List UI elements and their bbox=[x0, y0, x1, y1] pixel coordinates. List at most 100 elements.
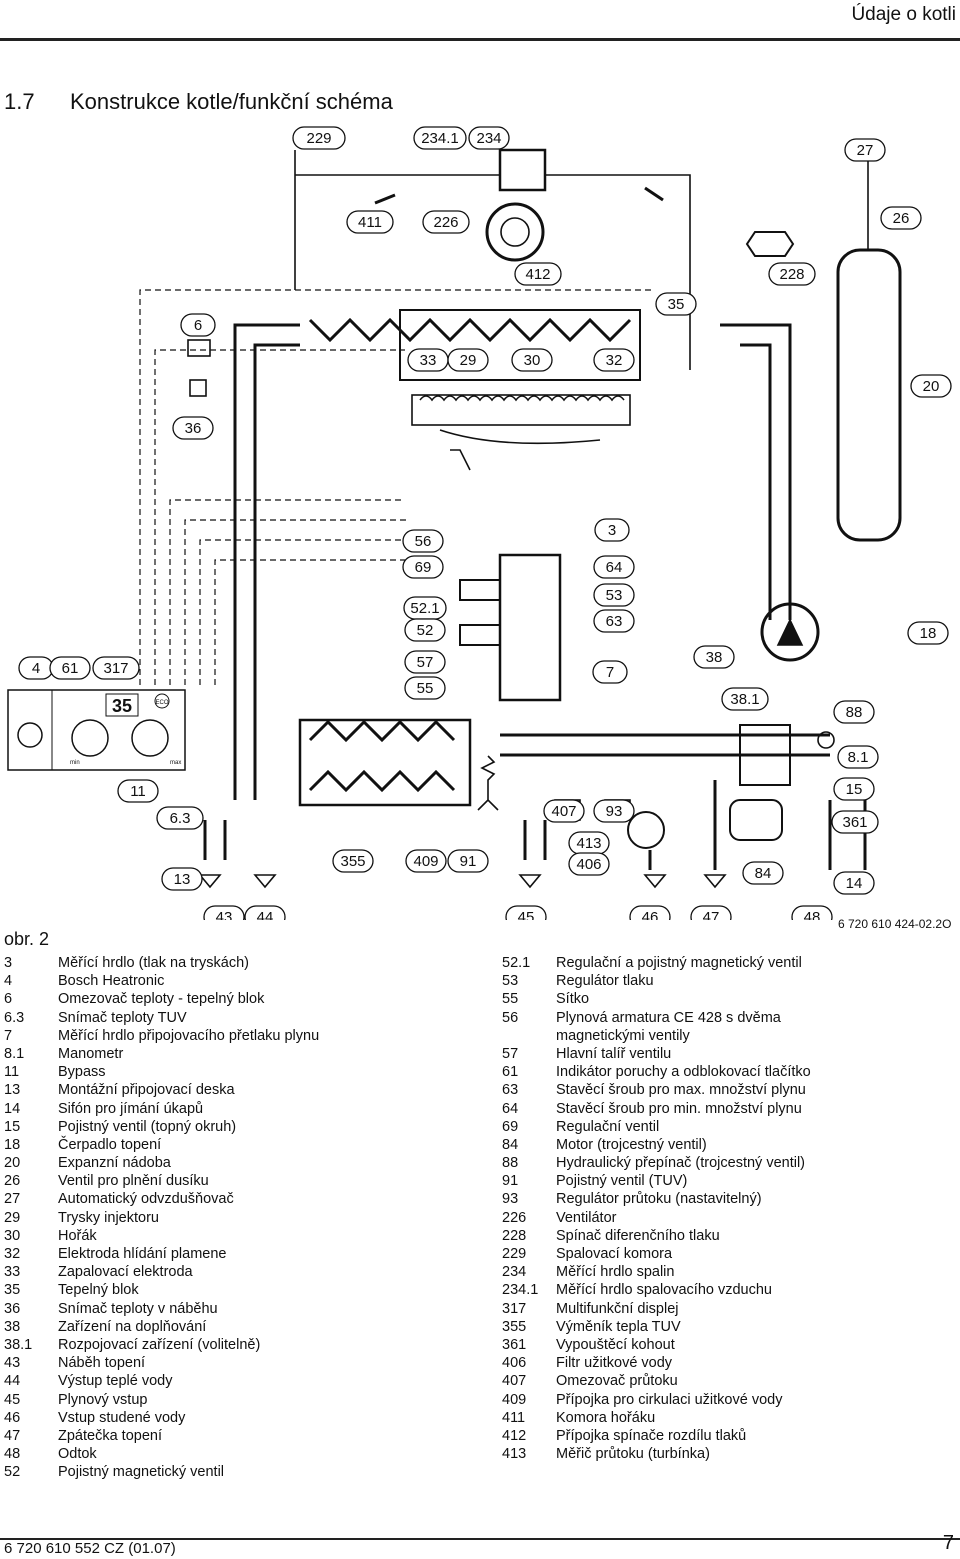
legend-text: Plynová armatura CE 428 s dvěma bbox=[556, 1009, 781, 1026]
callout-14: 14 bbox=[833, 871, 875, 895]
eco-button[interactable] bbox=[154, 693, 170, 709]
callout-label: 88 bbox=[846, 704, 863, 721]
callout-46: 46 bbox=[629, 905, 671, 920]
legend-number: 88 bbox=[502, 1155, 519, 1172]
callout-91: 91 bbox=[447, 849, 489, 873]
dhw-temp-knob[interactable] bbox=[131, 719, 169, 757]
solenoid-52 bbox=[459, 624, 501, 646]
callout-label: 29 bbox=[460, 352, 477, 369]
gas-valve-body bbox=[498, 553, 562, 702]
section-title: Konstrukce kotle/funkční schéma bbox=[70, 89, 393, 114]
callout-bubble bbox=[332, 849, 374, 873]
callout-label: 64 bbox=[606, 559, 623, 576]
legend-text: magnetickými ventily bbox=[556, 1027, 690, 1044]
burner-tubes bbox=[419, 395, 625, 402]
callout-label: 234.1 bbox=[421, 130, 459, 147]
legend-row: 36 Snímač teploty v náběhu bbox=[4, 1300, 319, 1318]
callout-bubble bbox=[721, 687, 769, 711]
legend-text: Stavěcí šroub pro min. množství plynu bbox=[556, 1100, 802, 1117]
legend-number: 406 bbox=[502, 1355, 527, 1372]
callout-label: 26 bbox=[893, 210, 910, 227]
heating-temp-knob[interactable] bbox=[71, 719, 109, 757]
legend-text: Pojistný magnetický ventil bbox=[58, 1464, 225, 1481]
callout-label: 84 bbox=[755, 865, 772, 882]
legend-number: 55 bbox=[502, 991, 519, 1008]
callout-bubble bbox=[844, 138, 886, 162]
callout-407: 407 bbox=[543, 799, 585, 823]
legend-number: 36 bbox=[4, 1300, 21, 1317]
callout-226: 226 bbox=[422, 210, 470, 234]
callout-57: 57 bbox=[404, 650, 446, 674]
legend-text: Bypass bbox=[58, 1064, 106, 1081]
callout-bubble bbox=[292, 126, 346, 150]
callout-label: 38 bbox=[706, 649, 723, 666]
callout-bubble bbox=[404, 650, 446, 674]
callout-bubble bbox=[833, 700, 875, 724]
expansion-vessel bbox=[836, 248, 902, 542]
callout-228: 228 bbox=[768, 262, 816, 286]
callout-88: 88 bbox=[833, 700, 875, 724]
callout-84: 84 bbox=[742, 861, 784, 885]
callout-label: 317 bbox=[103, 660, 128, 677]
legend-text: Hydraulický přepínač (trojcestný ventil) bbox=[556, 1155, 806, 1172]
callout-label: 30 bbox=[524, 352, 541, 369]
callout-bubble bbox=[655, 292, 697, 316]
callout-bubble bbox=[768, 262, 816, 286]
legend-text: Manometr bbox=[58, 1045, 124, 1062]
legend-number: 33 bbox=[4, 1264, 21, 1281]
callout-bubble bbox=[742, 861, 784, 885]
legend-number: 93 bbox=[502, 1191, 519, 1208]
callout-47: 47 bbox=[690, 905, 732, 920]
combustion-chamber bbox=[399, 309, 641, 381]
callout-label: 355 bbox=[340, 853, 365, 870]
callout-bubble bbox=[593, 583, 635, 607]
legend-number: 52.1 bbox=[502, 955, 531, 971]
legend-number: 53 bbox=[502, 973, 519, 990]
callout-label: 45 bbox=[518, 909, 535, 920]
figure-caption: obr. 2 bbox=[4, 929, 50, 949]
legend-number: 47 bbox=[4, 1427, 21, 1444]
callout-bubble bbox=[172, 416, 214, 440]
legend-text: Snímač teploty v náběhu bbox=[58, 1300, 218, 1317]
section-number: 1.7 bbox=[4, 89, 35, 114]
callout-69: 69 bbox=[402, 555, 444, 579]
legend-text: Regulační ventil bbox=[556, 1118, 660, 1135]
legend-text: Regulátor průtoku (nastavitelný) bbox=[556, 1191, 762, 1208]
legend-text: Výměník tepla TUV bbox=[556, 1318, 681, 1335]
callout-56: 56 bbox=[402, 529, 444, 553]
legend-text: Vstup studené vody bbox=[58, 1409, 186, 1426]
callout-label: 47 bbox=[703, 909, 720, 920]
main-switch-knob[interactable] bbox=[17, 722, 43, 748]
flue-arrow-left bbox=[374, 193, 396, 205]
legend-text: Montážní připojovací deska bbox=[58, 1082, 235, 1099]
legend-number: 228 bbox=[502, 1227, 527, 1244]
legend-text: Omezovač teploty - tepelný blok bbox=[58, 991, 265, 1008]
callout-label: 226 bbox=[433, 214, 458, 231]
callout-32: 32 bbox=[593, 348, 635, 372]
legend-number: 317 bbox=[502, 1300, 527, 1317]
callout-bubble bbox=[156, 806, 204, 830]
legend-number: 84 bbox=[502, 1136, 519, 1153]
callout-bubble bbox=[543, 799, 585, 823]
callout-label: 61 bbox=[62, 660, 79, 677]
callout-15: 15 bbox=[833, 777, 875, 801]
callout-38: 38 bbox=[693, 645, 735, 669]
legend-number: 4 bbox=[4, 973, 13, 990]
callout-411: 411 bbox=[346, 210, 394, 234]
legend-text: Pojistný ventil (TUV) bbox=[556, 1173, 688, 1190]
horizontal-manifold bbox=[500, 733, 830, 757]
legend-number: 6 bbox=[4, 991, 13, 1008]
display-digits: 35 bbox=[112, 696, 132, 716]
solenoid-52-1 bbox=[459, 579, 501, 601]
legend-number: 43 bbox=[4, 1355, 21, 1372]
callout-35: 35 bbox=[655, 292, 697, 316]
